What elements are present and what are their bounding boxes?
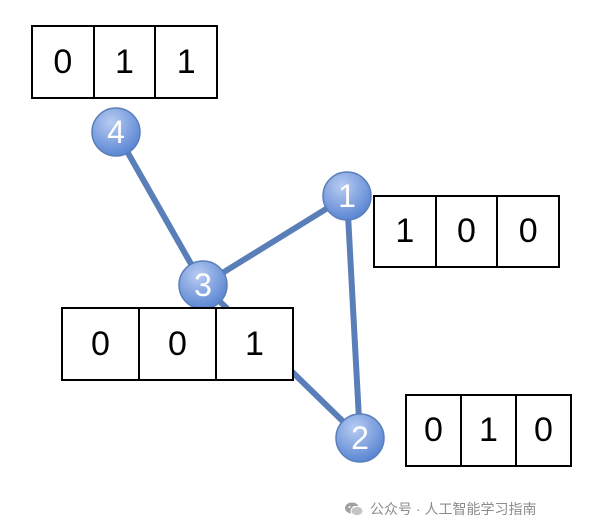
edge-3-1 (200, 193, 350, 288)
vector-cell: 0 (53, 42, 73, 81)
vector-box-node-3: 0 0 1 (61, 307, 294, 381)
vector-box-node-4: 0 1 1 (31, 25, 218, 99)
vector-cell: 0 (91, 324, 110, 363)
node-label: 3 (194, 267, 212, 303)
watermark: 公众号 · 人工智能学习指南 (344, 498, 536, 520)
vector-cell: 1 (395, 212, 415, 250)
vector-box-node-2: 0 1 0 (405, 394, 572, 467)
graph-node-4: 4 (91, 107, 141, 157)
graph-node-3: 3 (178, 260, 228, 310)
wechat-icon (345, 502, 364, 517)
graph-node-2: 2 (335, 413, 385, 463)
watermark-text: 公众号 · 人工智能学习指南 (370, 501, 537, 517)
edge-4-3 (113, 129, 206, 288)
node-circle (91, 107, 141, 157)
edges-layer (113, 129, 363, 441)
vector-cell: 1 (154, 27, 216, 97)
vector-cell: 0 (424, 411, 443, 449)
vector-cell: 0 (138, 309, 215, 379)
vector-cell: 0 (434, 197, 497, 266)
vector-box-node-1: 1 0 0 (373, 195, 560, 268)
vector-cell: 1 (215, 309, 292, 379)
node-circle (322, 171, 372, 221)
vector-cell: 0 (496, 197, 558, 266)
node-label: 2 (351, 420, 369, 456)
nodes-layer: 1 2 3 4 (91, 107, 385, 463)
node-circle (335, 413, 385, 463)
vector-cell: 1 (460, 396, 515, 465)
edge-1-2 (344, 193, 363, 441)
graph-node-1: 1 (322, 171, 372, 221)
vector-cell: 0 (515, 396, 570, 465)
vector-cell: 1 (92, 27, 155, 97)
node-label: 1 (338, 178, 356, 214)
node-label: 4 (107, 114, 125, 150)
